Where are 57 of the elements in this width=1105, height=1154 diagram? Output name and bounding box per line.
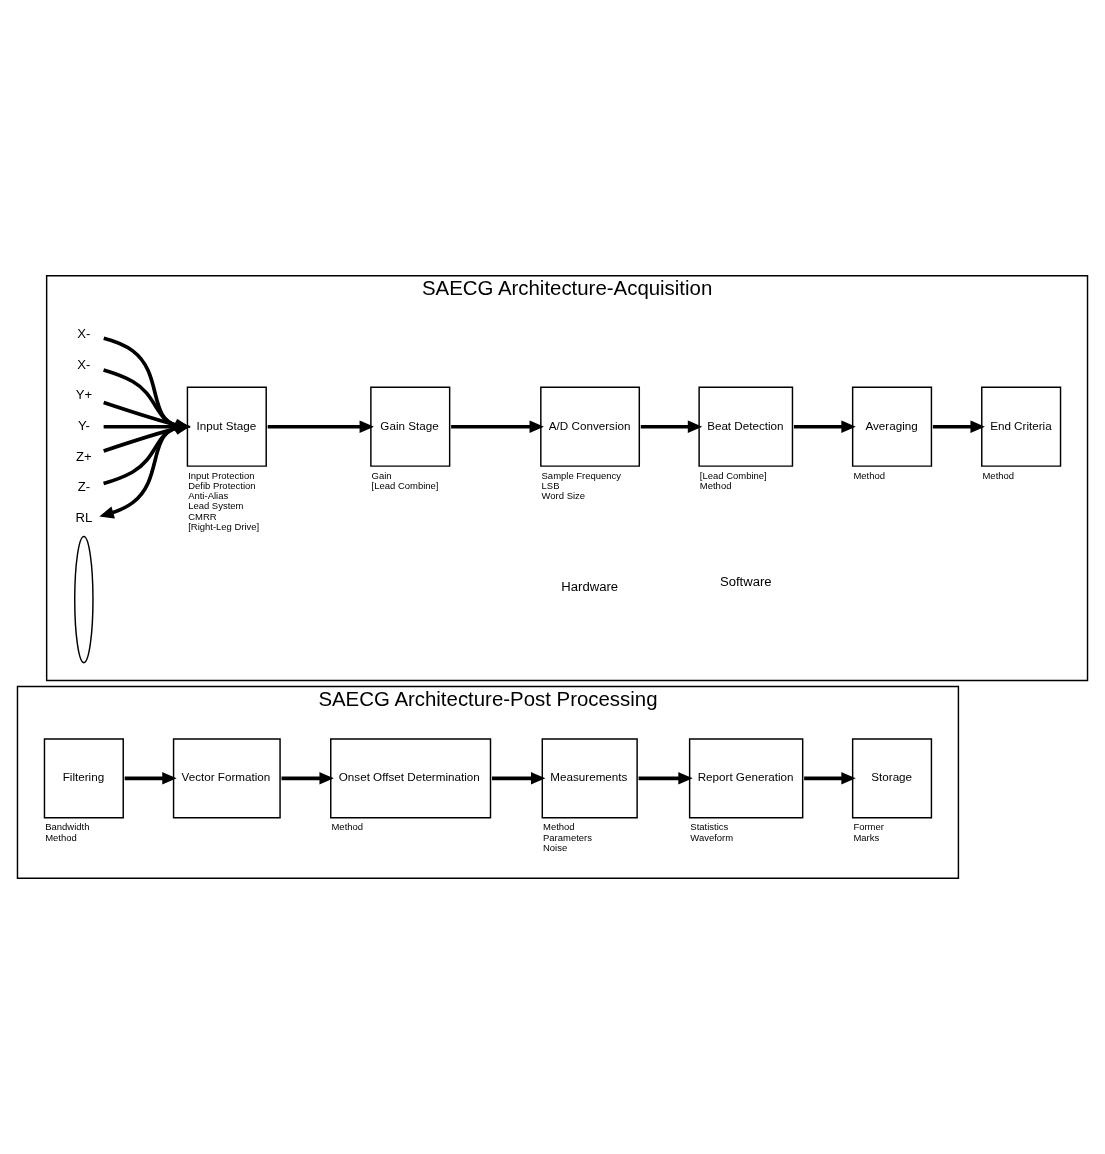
node-label: Anti-Alias [188,490,229,502]
node-box: Beat Detection [698,386,794,467]
node-label: [Right-Leg Drive] [188,520,260,532]
node-label: Statistics [690,821,729,833]
node-text: X- [77,356,91,372]
node-box: Input Stage [186,386,267,467]
node-label: Method [699,480,732,492]
node-box: Averaging [851,386,933,467]
arrow [638,772,693,785]
node-label: Waveform [690,831,734,843]
node-ellipse [74,535,94,664]
node-box: Onset Offset Determination [330,738,492,819]
node-label: Marks [853,831,880,843]
node-label: Gain [371,469,392,481]
node-box: Report Generation [688,738,804,819]
node-label: Former [853,821,884,833]
node-label: Method [982,469,1015,481]
node-box: Storage [851,738,933,819]
node-label: Input Protection [188,469,255,481]
node-text: X- [77,326,91,342]
arrow [640,420,703,434]
node-box: End Criteria [981,386,1062,467]
node-text: Y+ [75,387,93,403]
node-label: Bandwidth [45,821,90,833]
label: Software [719,574,772,590]
node-label: CMRR [188,510,217,522]
node-label: [Lead Combine] [699,469,767,481]
arrow [281,772,334,785]
arrow [451,420,544,434]
node-label: [Lead Combine] [371,480,439,492]
node-box: Measurements [541,738,638,819]
arrow [124,772,177,785]
arrow [491,772,546,785]
node-label: Method [331,821,364,833]
node-label: Method [543,821,575,833]
node-text: Z+ [76,448,92,464]
node-text: RL [75,509,93,525]
node-label: Parameters [543,831,592,843]
node-label: Word Size [541,490,586,502]
arrow [793,420,856,434]
arrow [932,420,985,434]
arrow [804,772,856,785]
arrow [267,420,374,434]
node-text: Z- [77,479,91,495]
node-label: Noise [543,841,568,853]
node-label: Sample Frequency [541,469,622,481]
node-box: Vector Formation [172,738,281,819]
node-label: Lead System [188,500,244,512]
node-label: Method [853,469,885,481]
node-label: Method [45,831,77,843]
node-label: Defib Protection [188,480,256,492]
node-label: LSB [541,480,560,492]
node-box: A/D Conversion [540,386,641,467]
label: Hardware [561,579,619,595]
node-text: Y- [77,417,90,433]
node-box: Gain Stage [370,386,451,467]
node-box: Filtering [43,738,124,819]
